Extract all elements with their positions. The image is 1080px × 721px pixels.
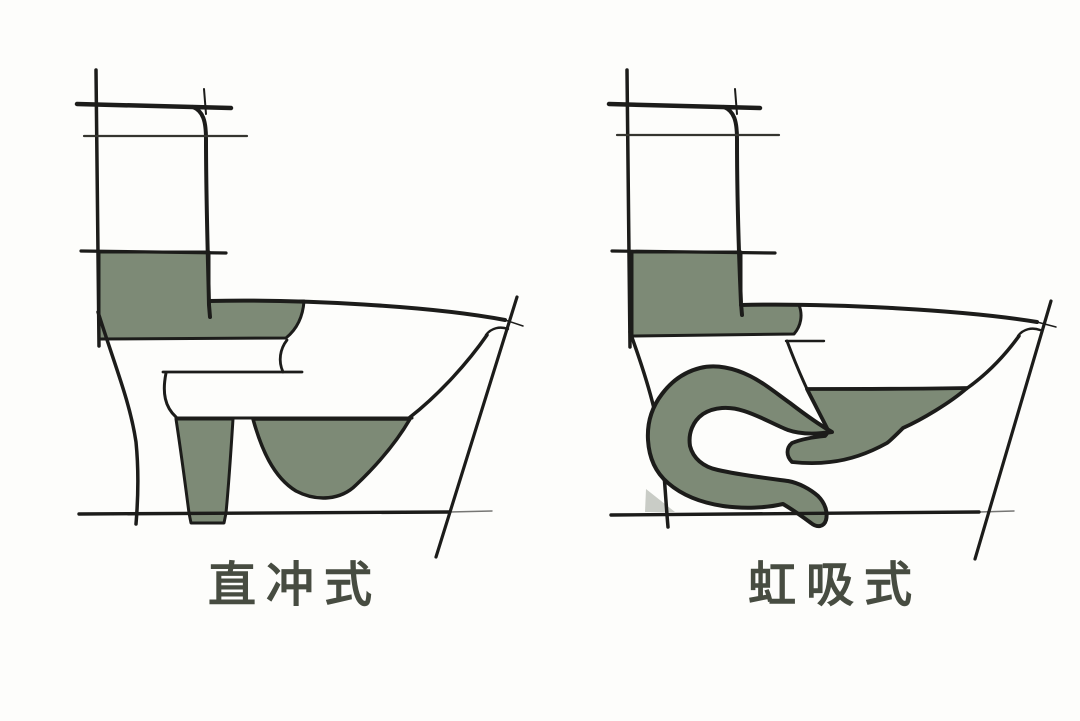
right-seat-top-line (739, 302, 1039, 324)
left-ledge-corner-line (162, 371, 178, 419)
left-tank-water-level-line (79, 249, 228, 255)
left-floor-line (77, 510, 451, 516)
right-tank-water-level-line (610, 249, 777, 255)
right-floor-line (609, 510, 981, 517)
left-pedestal-front-curve (96, 310, 140, 526)
right-back-diagonal-line (973, 299, 1053, 561)
left-back-diagonal-line (434, 295, 519, 559)
left-flush-channel-fill (174, 417, 235, 525)
right-figure-label: 虹吸式 (748, 559, 922, 612)
left-tank-right-wall (191, 105, 212, 319)
left-tank-wall-overshoot-tick (203, 88, 207, 115)
left-seat-top-line (207, 298, 507, 322)
right-floor-line-extension (978, 510, 1015, 513)
right-bowl-inner-wall (964, 334, 1021, 391)
right-tank-right-wall (722, 105, 744, 317)
left-figure: 直冲式 (74, 68, 524, 612)
right-seat-line-tail (1036, 321, 1057, 328)
left-water-fills (97, 250, 412, 525)
right-figure: 虹吸式 (606, 68, 1057, 612)
left-bowl-water-fill (251, 417, 412, 500)
left-rim-lip-curl (278, 338, 289, 374)
left-bowl-inner-wall (407, 333, 489, 420)
right-water-fills (630, 250, 969, 529)
right-rim-to-water-curve (785, 339, 809, 391)
right-tank-left-line (625, 68, 632, 349)
right-tank-wall-overshoot-tick (734, 88, 738, 115)
left-figure-label: 直冲式 (208, 559, 382, 612)
right-tank-lid-top-line (606, 101, 763, 111)
left-tank-left-line (94, 68, 101, 348)
left-floor-line-extension (448, 510, 493, 513)
right-siphon-trap-water-fill (645, 364, 834, 529)
